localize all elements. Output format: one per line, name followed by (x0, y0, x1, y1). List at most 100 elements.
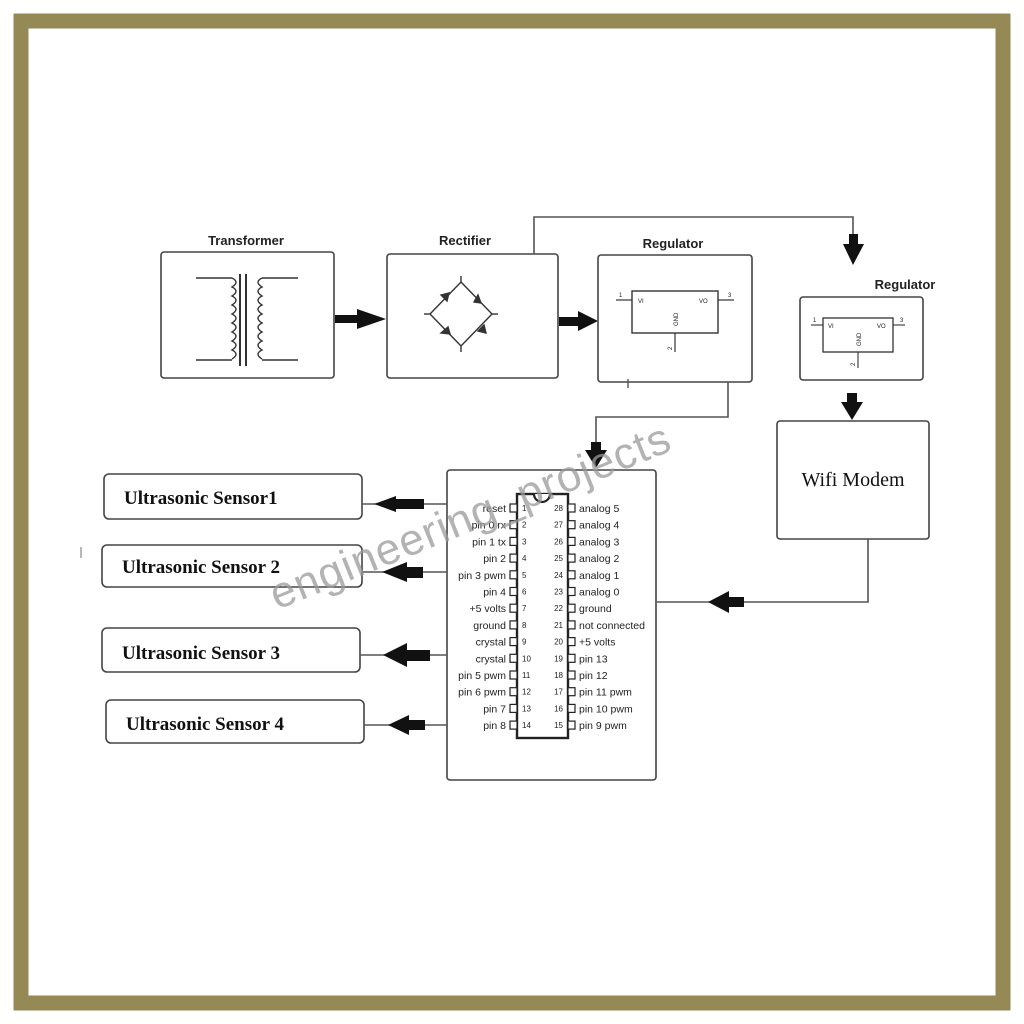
ic-pin-number: 23 (554, 588, 563, 597)
svg-text:VI: VI (638, 299, 644, 305)
regulator-block-1: Regulator 1 VI VO 3 GND 2 (597, 236, 753, 388)
svg-text:3: 3 (900, 318, 904, 324)
ic-pin-number: 15 (554, 721, 563, 730)
ic-pin-label: not connected (579, 620, 645, 632)
ic-pin-number: 25 (554, 554, 563, 563)
ic-pin-label: pin 10 pwm (579, 703, 633, 715)
ic-pin-label: pin 4 (483, 587, 506, 599)
ic-pin-label: pin 2 (483, 553, 506, 565)
ic-pin-left: pin 2 4 (483, 553, 527, 565)
sensor-4-label: Ultrasonic Sensor 4 (126, 714, 284, 735)
svg-text:VO: VO (699, 299, 708, 305)
ic-pin-label: +5 volts (579, 637, 615, 649)
arrow-rectifier-to-regulator (559, 311, 598, 331)
svg-text:1: 1 (813, 318, 817, 324)
ic-pin-left: crystal 10 (476, 653, 532, 665)
arrow-regulator-2-to-modem (841, 393, 863, 420)
ic-pin-number: 26 (554, 537, 563, 546)
outer-border (13, 13, 1011, 1011)
ic-pin-number: 22 (554, 604, 563, 613)
regulator-block-2: Regulator 1 VI VO 3 GND 2 (799, 277, 936, 381)
ic-pin-label: pin 5 pwm (458, 670, 506, 682)
ic-pin-label: pin 0 rx (472, 520, 507, 532)
regulator-2-chip: 1 VI VO 3 GND 2 (811, 317, 905, 368)
svg-text:GND: GND (857, 332, 863, 346)
ic-pin-right: analog 2 25 (554, 553, 619, 565)
ic-pin-number: 4 (522, 554, 527, 563)
ic-pin-label: crystal (476, 637, 506, 649)
ic-pin-label: +5 volts (470, 603, 506, 615)
ic-pin-left: pin 0 rx 2 (472, 520, 527, 532)
ic-pin-label: ground (579, 603, 612, 615)
ic-pin-number: 5 (522, 571, 527, 580)
ic-pin-right: analog 1 24 (554, 570, 619, 582)
sensor-2-label: Ultrasonic Sensor 2 (122, 557, 280, 578)
microcontroller-block: reset 1 pin 0 rx 2 pin 1 tx 3 pin 2 4 pin 3 pwm 5… (446, 469, 657, 781)
ic-pin-number: 21 (554, 621, 563, 630)
wire-regulator-to-microcontroller (585, 382, 729, 468)
ic-pin-label: pin 6 pwm (458, 687, 506, 699)
ic-pin-right: analog 4 27 (554, 520, 619, 532)
ic-pin-number: 13 (522, 704, 531, 713)
arrow-transformer-to-rectifier (335, 309, 386, 329)
regulator-1-chip: 1 VI VO 3 GND 2 (616, 290, 734, 352)
ic-pin-label: reset (483, 503, 506, 515)
svg-text:3: 3 (728, 293, 732, 299)
ic-pin-number: 2 (522, 521, 527, 530)
ic-pin-number: 12 (522, 688, 531, 697)
sensor-1: Ultrasonic Sensor1 (103, 473, 447, 520)
ic-pin-label: pin 12 (579, 670, 608, 682)
svg-text:2: 2 (668, 346, 674, 350)
regulator-2-label: Regulator (875, 277, 936, 292)
ic-pin-number: 27 (554, 521, 563, 530)
wifi-modem-block: Wifi Modem (776, 420, 930, 540)
ic-pin-label: analog 0 (579, 587, 619, 599)
ic-body (515, 492, 570, 740)
ic-pin-number: 19 (554, 654, 563, 663)
sensor-2: Ultrasonic Sensor 2 (101, 544, 447, 588)
ic-pin-number: 3 (522, 537, 527, 546)
ic-pin-left: pin 3 pwm 5 (458, 570, 527, 582)
wifi-modem-label: Wifi Modem (801, 469, 905, 491)
ic-pin-number: 9 (522, 638, 527, 647)
sensor-3: Ultrasonic Sensor 3 (101, 627, 447, 673)
ic-pin-label: analog 4 (579, 520, 619, 532)
ic-notch (532, 493, 552, 504)
ic-pin-number: 17 (554, 688, 563, 697)
wire-rectifier-to-regulator-2 (533, 216, 864, 265)
ic-pin-left: pin 6 pwm 12 (458, 687, 531, 699)
ic-pin-number: 1 (522, 504, 527, 513)
ic-pin-number: 14 (522, 721, 531, 730)
ic-pin-number: 28 (554, 504, 563, 513)
transformer-label: Transformer (208, 233, 284, 248)
ic-pin-right: pin 11 pwm 17 (554, 687, 632, 699)
ic-pin-label: pin 13 (579, 653, 608, 665)
regulator-1-label: Regulator (643, 236, 704, 251)
ic-pin-right: +5 volts 20 (554, 637, 615, 649)
ic-pin-label: pin 1 tx (472, 536, 507, 548)
pins-left: reset 1 pin 0 rx 2 pin 1 tx 3 pin 2 4 pin 3 pwm 5… (458, 503, 531, 732)
ic-pin-number: 10 (522, 654, 531, 663)
ic-pin-label: analog 2 (579, 553, 619, 565)
svg-text:GND: GND (674, 312, 680, 326)
ic-pin-label: analog 1 (579, 570, 619, 582)
ic-pin-number: 24 (554, 571, 563, 580)
ic-pin-number: 20 (554, 638, 563, 647)
svg-text:VO: VO (877, 324, 886, 330)
wire-modem-to-microcontroller (657, 539, 869, 613)
transformer-icon (196, 274, 298, 366)
ic-pin-left: crystal 9 (476, 637, 527, 649)
rectifier-label: Rectifier (439, 233, 491, 248)
ic-pin-label: crystal (476, 653, 506, 665)
sensor-1-label: Ultrasonic Sensor1 (124, 488, 278, 509)
ic-pin-right: ground 22 (554, 603, 612, 615)
ic-pin-label: pin 3 pwm (458, 570, 506, 582)
rectifier-block: Rectifier (386, 233, 559, 379)
ic-pin-label: pin 11 pwm (579, 687, 632, 699)
